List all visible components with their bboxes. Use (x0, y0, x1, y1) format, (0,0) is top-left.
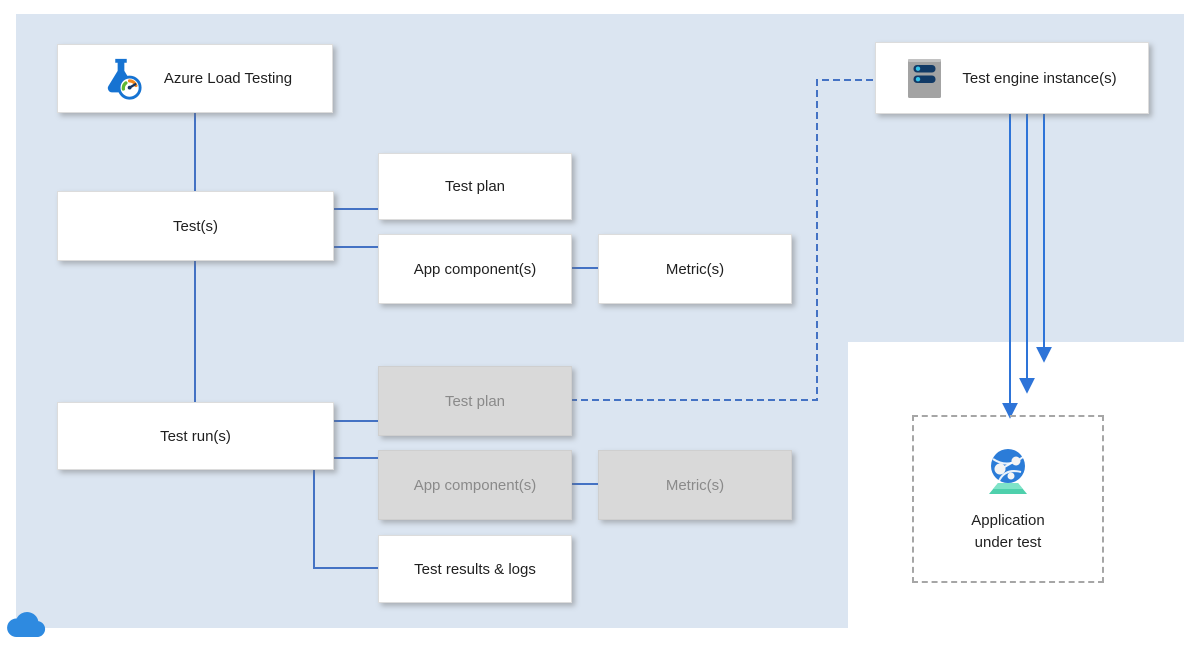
node-label: Test plan (444, 178, 506, 195)
node-run-metrics: Metric(s) (598, 450, 792, 520)
node-metrics: Metric(s) (598, 234, 792, 304)
node-app-components: App component(s) (378, 234, 572, 304)
node-label: Metric(s) (665, 476, 725, 494)
node-test-runs: Test run(s) (57, 402, 334, 470)
node-label: Test(s) (173, 217, 218, 235)
node-label: Test engine instance(s) (962, 69, 1117, 87)
node-azure-load-testing: Azure Load Testing (57, 44, 333, 113)
node-label: Test plan (444, 392, 506, 410)
node-label: Test results & logs (414, 560, 536, 578)
node-test-engine-instances: Test engine instance(s) (875, 42, 1149, 114)
node-label: App component(s) (413, 476, 537, 494)
node-run-test-plan: Test plan (378, 366, 572, 436)
node-application-under-test: Application under test (912, 415, 1104, 583)
node-label: Metric(s) (665, 260, 725, 278)
node-label: Test run(s) (160, 427, 231, 445)
node-run-app-components: App component(s) (378, 450, 572, 520)
node-label: Azure Load Testing (163, 70, 293, 87)
node-label: App component(s) (413, 260, 537, 278)
load-testing-flask-gauge-icon (98, 57, 144, 101)
web-app-globe-icon (981, 444, 1035, 500)
server-icon (907, 58, 942, 99)
node-label: Application under test (971, 512, 1045, 551)
azure-cloud-icon (7, 610, 47, 643)
node-test-plan: Test plan (378, 153, 572, 220)
node-tests: Test(s) (57, 191, 334, 261)
node-test-results-logs: Test results & logs (378, 535, 572, 603)
